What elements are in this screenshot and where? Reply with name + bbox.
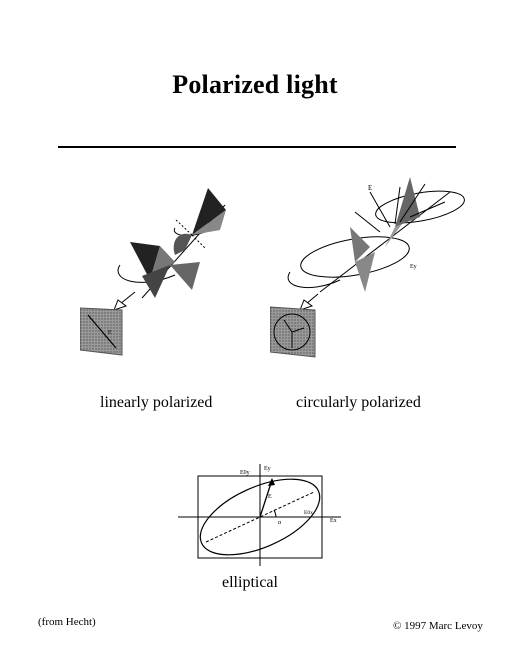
ex-label: Ex <box>330 518 337 524</box>
e-vector-arrowhead-icon <box>268 478 275 486</box>
orbit-curve <box>117 264 176 283</box>
e-field-arrow <box>394 186 401 225</box>
wave-lobe-dark <box>130 242 160 280</box>
polarization-ellipse <box>199 478 321 556</box>
arrow-shaft <box>305 293 319 305</box>
arrow-head-icon <box>299 299 314 311</box>
circular-polarization-diagram: E Ey <box>270 177 465 358</box>
dashed-line <box>191 234 206 249</box>
e-label: E <box>268 494 272 500</box>
panel-e-vector <box>87 314 117 349</box>
e-field-arrow <box>399 183 426 223</box>
panel-vector <box>291 327 305 333</box>
e-label: E <box>368 184 372 192</box>
angle-arc <box>273 509 277 518</box>
arrow-shaft <box>119 291 136 305</box>
source-credit: (from Hecht) <box>38 616 96 628</box>
alpha-label: α <box>278 520 282 526</box>
caption-elliptical: elliptical <box>222 574 278 591</box>
e-field-arrow <box>354 211 381 233</box>
e0x-label: E0x <box>304 510 313 516</box>
e-field-arrow <box>409 201 446 218</box>
orbit-curve <box>287 271 341 289</box>
e0y-label: E0y <box>240 470 250 476</box>
wave-lobe-dark <box>192 188 226 235</box>
wave-lobe <box>142 265 170 298</box>
ey-label: Ey <box>264 466 271 472</box>
caption-circular: circularly polarized <box>296 394 421 411</box>
caption-linear: linearly polarized <box>100 394 213 411</box>
elliptical-polarization-diagram: Ey E0y E E0x Ex α <box>178 464 341 566</box>
wave-lobe <box>350 227 370 262</box>
wave-lobe-light <box>192 210 226 235</box>
ey-label: Ey <box>410 264 417 270</box>
panel-label: E <box>108 330 112 336</box>
page-title: Polarized light <box>172 70 338 99</box>
orbit-ellipse <box>375 190 465 224</box>
e-vector <box>259 479 273 518</box>
wave-lobe <box>355 252 375 292</box>
wave-lobe <box>395 177 420 227</box>
title-divider <box>58 146 456 148</box>
wave-lobe <box>170 262 200 290</box>
wave-lobe <box>173 233 192 255</box>
panel-vector <box>283 319 293 333</box>
e-field-arrow <box>369 191 391 228</box>
wave-lobe-light <box>385 224 402 247</box>
linear-polarization-diagram: E <box>80 188 226 356</box>
dashed-line <box>175 219 193 236</box>
copyright-notice: © 1997 Marc Levoy <box>393 620 483 632</box>
panel-circle <box>273 313 311 351</box>
arrow-head-icon <box>113 299 128 311</box>
